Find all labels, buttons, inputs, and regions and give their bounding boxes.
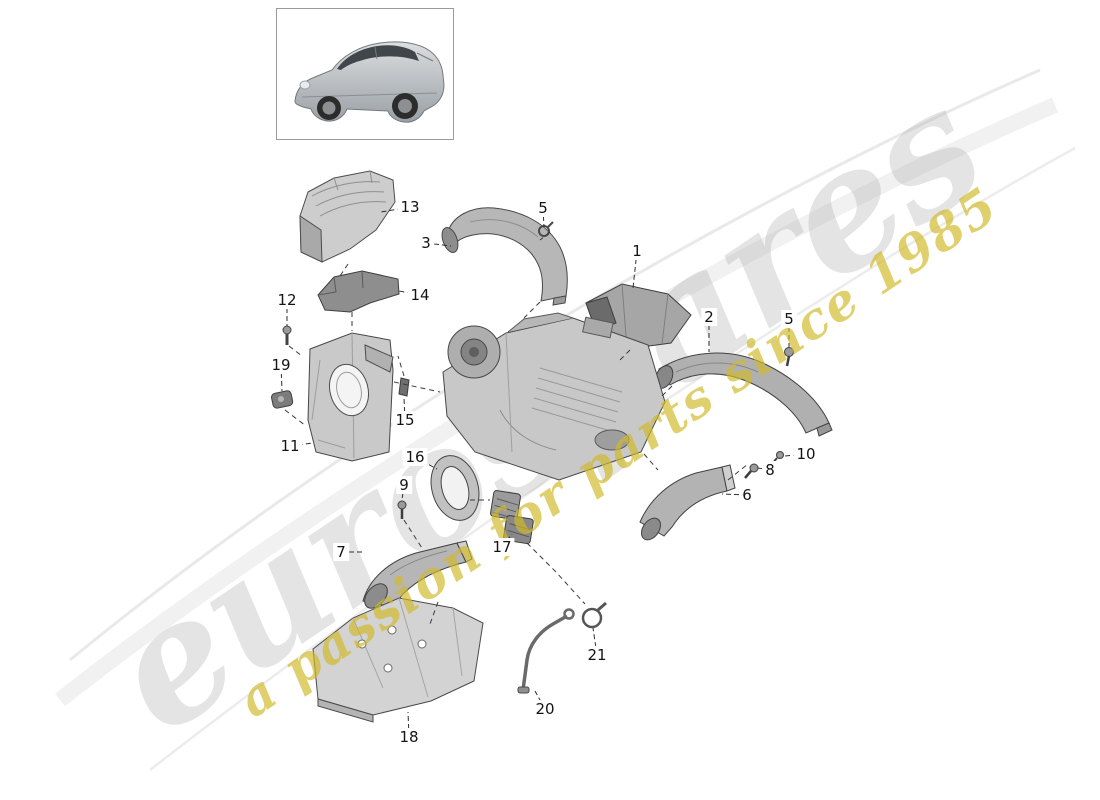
leader-line-1 [632,250,638,289]
car-wheels [317,93,418,120]
callout-1: 1 [629,242,645,260]
part-11-panel [307,332,394,462]
callout-17: 17 [489,538,515,556]
callout-6: 6 [739,486,755,504]
part-18-floor-panel [312,597,484,723]
callout-13: 13 [397,198,423,216]
part-19-grommet [271,390,294,409]
part-12-screw [282,325,292,345]
assembly-dashed-lines [284,231,749,625]
part-13-air-duct [299,170,396,263]
callout-16: 16 [402,448,428,466]
part-5-screw-right [784,347,794,367]
callout-18: 18 [396,728,422,746]
callout-20: 20 [532,700,558,718]
part-15-clip [398,377,410,397]
callout-19: 19 [268,356,294,374]
callout-3: 3 [418,234,434,252]
part-17-vents [490,490,534,545]
callout-12: 12 [274,291,300,309]
vehicle-thumbnail [276,8,454,140]
callout-15: 15 [392,411,418,429]
part-21-hose-clamp [581,601,607,629]
part-20-tube [517,608,575,694]
callout-7: 7 [333,543,349,561]
part-6-air-duct [639,464,736,541]
part-7-air-duct [362,540,473,609]
callout-5-right: 5 [781,310,797,328]
callout-2: 2 [701,308,717,326]
callout-14: 14 [407,286,433,304]
callout-8: 8 [762,461,778,479]
part-3-air-duct [441,207,568,306]
callout-10: 10 [793,445,819,463]
part-9-screw [397,500,407,519]
callout-5-upper: 5 [535,199,551,217]
callout-21: 21 [584,646,610,664]
vehicle-illustration [294,41,445,123]
part-16-vent-bezel [430,455,480,521]
hvac-assembly [442,312,666,481]
part-14-bracket [317,270,400,313]
callout-11: 11 [277,437,303,455]
callout-9: 9 [396,476,412,494]
